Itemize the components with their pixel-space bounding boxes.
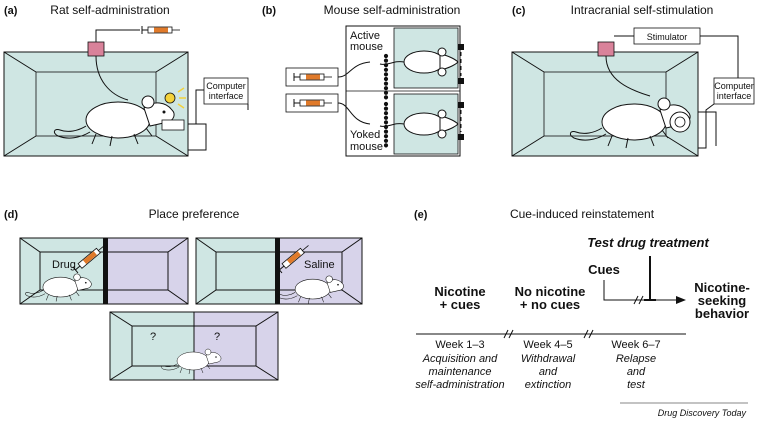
panel-d-title: Place preference: [149, 207, 240, 221]
panel-e-title: Cue-induced reinstatement: [510, 207, 655, 221]
outcome-line1: Nicotine-: [694, 280, 750, 295]
stimulator-label: Stimulator: [647, 32, 688, 42]
desc1-line2: maintenance: [429, 366, 492, 378]
phase2-line2: + no cues: [520, 297, 580, 312]
week-4-5: Week 4–5: [523, 339, 572, 351]
active-mouse-line2: mouse: [350, 41, 383, 53]
panel-c-title: Intracranial self-stimulation: [571, 3, 714, 17]
desc2-line1: Withdrawal: [521, 353, 576, 365]
photobeam-bead: [383, 120, 389, 125]
photobeam-bead: [383, 134, 389, 139]
phase1-line1: Nicotine: [434, 284, 485, 299]
infusion-pump-a: [87, 25, 181, 101]
photobeam-bead: [383, 106, 389, 111]
panel-a: (a) Rat self-administration Computer int…: [3, 3, 249, 157]
computer-interface-c: Computer interface: [698, 77, 755, 149]
place-box-saline: Saline: [195, 237, 363, 305]
week-1-3: Week 1–3: [435, 339, 484, 351]
saline-label: Saline: [304, 259, 335, 271]
photobeam-bead: [383, 138, 389, 143]
stimulator-box: Stimulator: [597, 27, 739, 97]
week-6-7: Week 6–7: [611, 339, 660, 351]
photobeam-bead: [383, 111, 389, 116]
question-right: ?: [214, 331, 220, 343]
panel-c-label: (c): [512, 5, 526, 17]
desc3-line3: test: [627, 379, 646, 391]
reinstatement-arrow: [603, 256, 686, 305]
desc2-line3: extinction: [525, 379, 571, 391]
photobeam-bead: [383, 72, 389, 77]
panel-e-label: (e): [414, 209, 428, 221]
panel-e: (e) Cue-induced reinstatement Test drug …: [414, 207, 750, 391]
drug-label: Drug: [52, 259, 76, 271]
phase1-line2: + cues: [440, 297, 481, 312]
cues-label: Cues: [588, 262, 620, 277]
yoked-mouse-line2: mouse: [350, 141, 383, 153]
panel-a-label: (a): [4, 5, 18, 17]
desc2-line2: and: [539, 366, 558, 378]
timeline-axis: [416, 329, 686, 339]
photobeam-bead: [383, 67, 389, 72]
computer-label-line1: Computer: [206, 81, 246, 91]
nose-poke-sensors: [458, 44, 464, 140]
outcome-line3: behavior: [695, 306, 749, 321]
photobeam-bead: [383, 90, 389, 95]
photobeam-bead: [383, 53, 389, 59]
photobeam-bead: [383, 101, 389, 107]
desc1-line1: Acquisition and: [422, 353, 498, 365]
syringe-pump-active: [285, 61, 371, 87]
cue-light-icon: [164, 87, 186, 109]
photobeam-bead: [383, 129, 389, 134]
wheel-manipulandum: [669, 111, 691, 133]
photobeam-bead: [383, 115, 389, 120]
place-box-test: ? ?: [109, 311, 279, 381]
computer-interface-a: Computer interface: [188, 77, 249, 151]
phase2-line1: No nicotine: [515, 284, 586, 299]
computer-label-line2: interface: [209, 91, 244, 101]
panel-b: (b) Mouse self-administration Active mou…: [262, 3, 464, 157]
panel-b-title: Mouse self-administration: [324, 3, 461, 17]
desc1-line3: self-administration: [415, 379, 504, 391]
photobeam-bead: [383, 58, 389, 63]
photobeam-bead: [383, 86, 389, 91]
syringe-pump-yoked: [285, 93, 371, 125]
panel-a-title: Rat self-administration: [50, 3, 169, 17]
photobeam-bead: [383, 143, 389, 148]
footer-source: Drug Discovery Today: [658, 408, 747, 418]
outcome-line2: seeking: [698, 293, 746, 308]
photobeam-bead: [383, 81, 389, 86]
syringe-icon: [141, 25, 181, 35]
yoked-mouse-line1: Yoked: [350, 129, 380, 141]
active-mouse-line1: Active: [350, 30, 380, 42]
panel-b-label: (b): [262, 5, 276, 17]
lever-icon: [161, 119, 185, 131]
desc3-line2: and: [627, 366, 646, 378]
question-left: ?: [150, 331, 156, 343]
test-drug-treatment-label: Test drug treatment: [587, 235, 709, 250]
panel-d: (d) Place preference Drug Saline: [4, 207, 363, 381]
panel-d-label: (d): [4, 209, 18, 221]
photobeam-bead: [383, 95, 389, 100]
computer-label-line2: interface: [717, 91, 752, 101]
computer-label-line1: Computer: [714, 81, 754, 91]
desc3-line1: Relapse: [616, 353, 656, 365]
place-box-drug: Drug: [19, 237, 189, 305]
photobeam-bead: [383, 76, 389, 82]
panel-c: (c) Intracranial self-stimulation Stimul…: [511, 3, 755, 157]
